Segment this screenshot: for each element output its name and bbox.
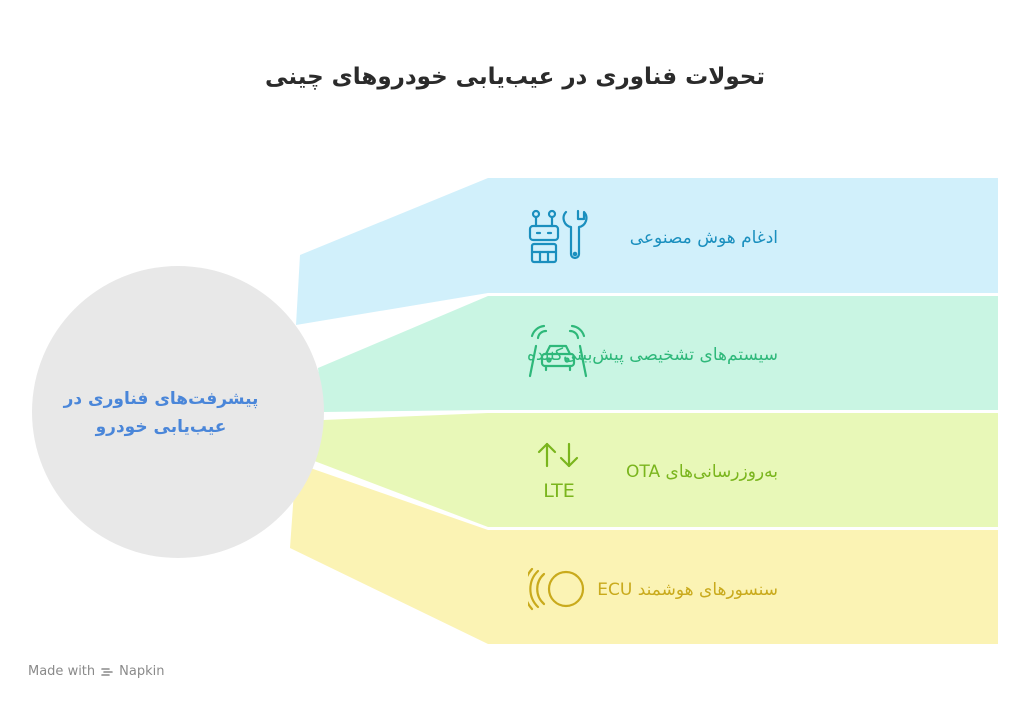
- branch-band-1: [296, 178, 998, 325]
- lte-transfer-icon: LTE: [537, 442, 579, 500]
- branch-label-smart-ecu-sensors: سنسورهای هوشمند ECU: [597, 580, 778, 600]
- made-with-text: Made with: [28, 664, 96, 679]
- branch-label-ota-updates: به‌روزرسانی‌های OTA: [626, 462, 778, 482]
- robot-wrench-icon: [528, 209, 588, 264]
- page-title: تحولات فناوری در عیب‌یابی خودروهای چینی: [265, 64, 765, 90]
- car-sensor-icon: [528, 324, 588, 378]
- branch-band-4: [290, 463, 998, 644]
- branch-label-predictive-diagnostics: سیستم‌های تشخیصی پیش‌بینی‌کننده: [526, 345, 778, 365]
- branch-label-ai-integration: ادغام هوش مصنوعی: [629, 228, 778, 248]
- made-with-napkin-credit[interactable]: Made with Napkin: [28, 664, 164, 679]
- lte-text: LTE: [543, 480, 575, 500]
- branch-band-3: [296, 413, 998, 527]
- branch-band-2: [318, 296, 998, 412]
- napkin-logo-icon: [101, 667, 113, 676]
- hub-label: پیشرفت‌های فناوری در عیب‌یابی خودرو: [63, 389, 259, 437]
- napkin-brand-text: Napkin: [119, 664, 165, 679]
- hub-circle: [32, 266, 324, 558]
- sensor-waves-icon: [528, 567, 585, 611]
